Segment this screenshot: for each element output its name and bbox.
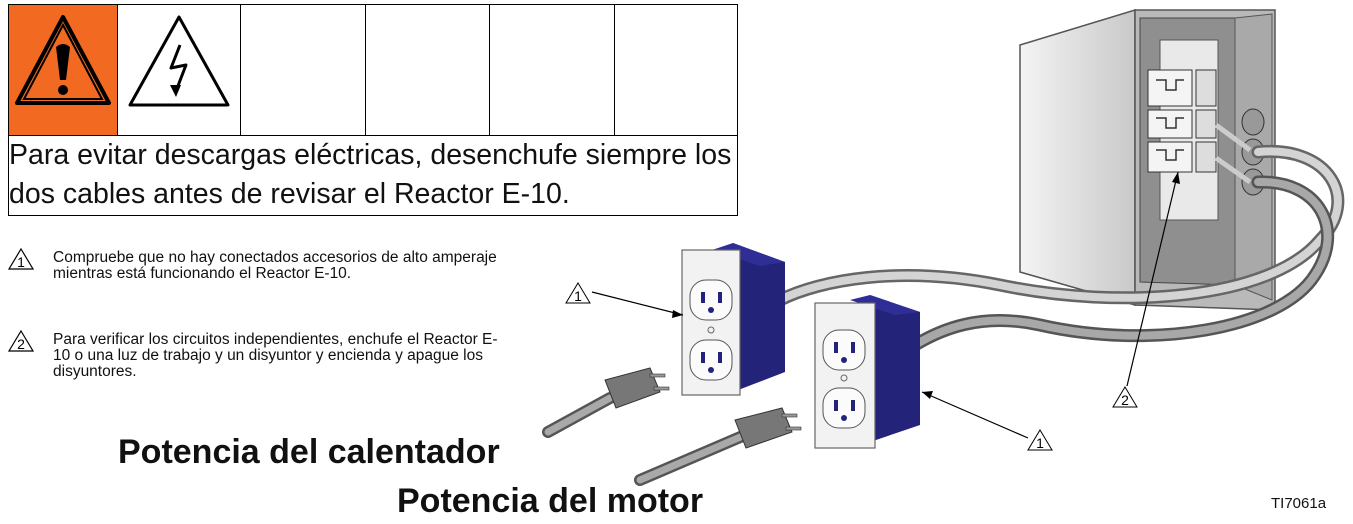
- note-text: Compruebe que no hay conectados accesori…: [53, 249, 497, 282]
- callout-upper-outlet: 1: [565, 282, 684, 318]
- warning-message: Para evitar descargas eléctricas, desenc…: [8, 135, 738, 216]
- svg-text:2: 2: [17, 336, 25, 352]
- blank-icon-cell: [489, 4, 615, 136]
- power-cable: [773, 144, 1345, 307]
- svg-text:1: 1: [17, 254, 25, 270]
- circuit-breaker: [1147, 69, 1217, 107]
- svg-text:1: 1: [1036, 435, 1044, 451]
- svg-text:2: 2: [1121, 392, 1129, 408]
- blank-icon-cell: [240, 4, 366, 136]
- circuit-breaker: [1147, 141, 1217, 173]
- breaker-box: [1019, 8, 1276, 311]
- heater-outlet: [681, 243, 785, 396]
- blank-icon-cell: [614, 4, 738, 136]
- power-cable: [908, 175, 1335, 352]
- svg-text:1: 1: [574, 288, 582, 304]
- motor-power-label: Potencia del motor: [397, 482, 704, 520]
- electric-shock-icon: [128, 15, 230, 107]
- note-text: Para verificar los circuitos independien…: [53, 331, 498, 380]
- heater-power-label: Potencia del calentador: [118, 433, 500, 471]
- callout-lower-outlet: 1: [921, 391, 1053, 451]
- circuit-breaker: [1147, 109, 1217, 139]
- warning-icon: [15, 15, 111, 105]
- warning-table: Para evitar descargas eléctricas, desenc…: [8, 4, 738, 216]
- warning-icon-cell: [8, 4, 118, 136]
- callout-triangle-icon: 2: [8, 330, 34, 352]
- callout-triangle-icon: 1: [8, 248, 34, 270]
- blank-icon-cell: [365, 4, 490, 136]
- heater-plug: [542, 367, 670, 438]
- motor-plug: [634, 407, 802, 486]
- figure-id: TI7061a: [1271, 495, 1327, 512]
- callout-breaker: 2: [1112, 171, 1180, 408]
- motor-outlet: [814, 295, 920, 449]
